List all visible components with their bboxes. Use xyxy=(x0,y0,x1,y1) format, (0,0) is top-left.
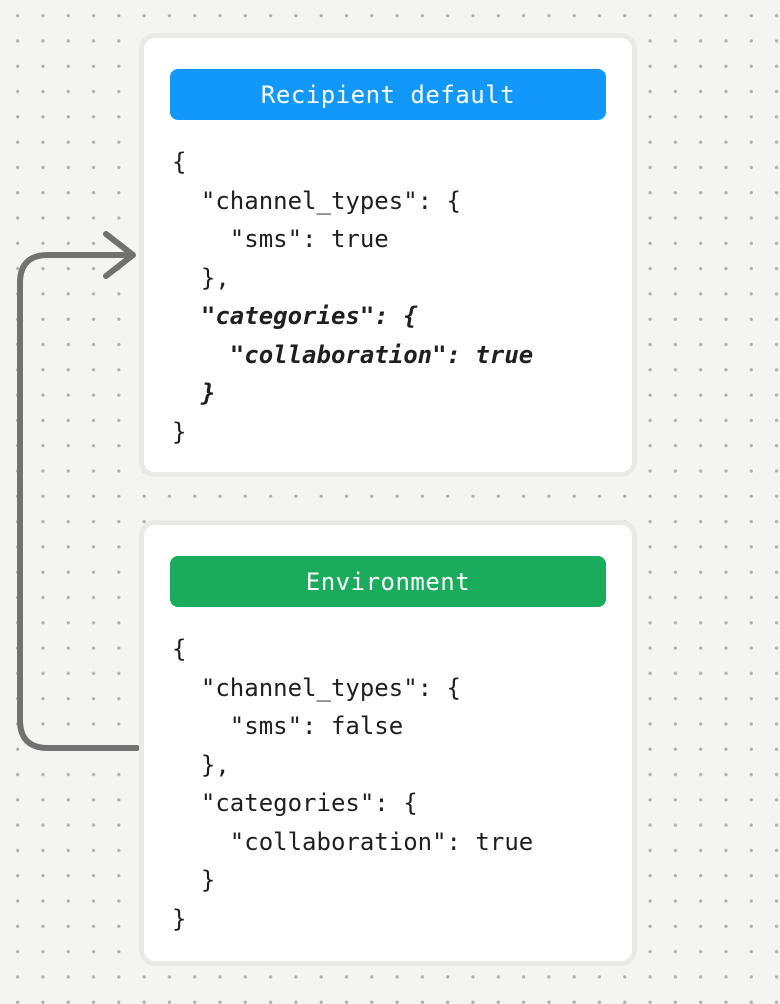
code-line: } xyxy=(172,866,216,894)
code-line: } xyxy=(172,417,187,446)
card-header-environment: Environment xyxy=(170,556,606,607)
flow-arrow-line xyxy=(17,252,140,751)
code-line: } xyxy=(172,904,187,933)
code-line: }, xyxy=(172,263,230,292)
json-code-environment: { "channel_types": { "sms": false }, "ca… xyxy=(172,630,606,938)
flow-arrowhead-icon xyxy=(103,231,136,279)
code-line: "categories": { xyxy=(172,789,418,817)
code-line: "collaboration": true xyxy=(172,340,534,369)
code-line: "sms": false xyxy=(172,712,404,740)
code-line: { xyxy=(172,635,187,663)
card-recipient-default-body: Recipient default { "channel_types": { "… xyxy=(144,38,632,451)
card-header-recipient-default: Recipient default xyxy=(170,69,606,120)
card-environment: Environment { "channel_types": { "sms": … xyxy=(139,520,637,966)
card-environment-body: Environment { "channel_types": { "sms": … xyxy=(144,525,632,938)
code-line: { xyxy=(172,148,187,176)
code-line: "sms": true xyxy=(172,225,389,253)
code-line: }, xyxy=(172,750,230,779)
code-line: "categories": { xyxy=(172,302,418,330)
code-line: "channel_types": { xyxy=(172,186,461,215)
card-recipient-default: Recipient default { "channel_types": { "… xyxy=(139,33,637,477)
code-line: "collaboration": true xyxy=(172,827,534,856)
json-code-recipient-default: { "channel_types": { "sms": true }, "cat… xyxy=(172,143,606,451)
code-line: "channel_types": { xyxy=(172,673,461,702)
code-line: } xyxy=(172,379,216,407)
